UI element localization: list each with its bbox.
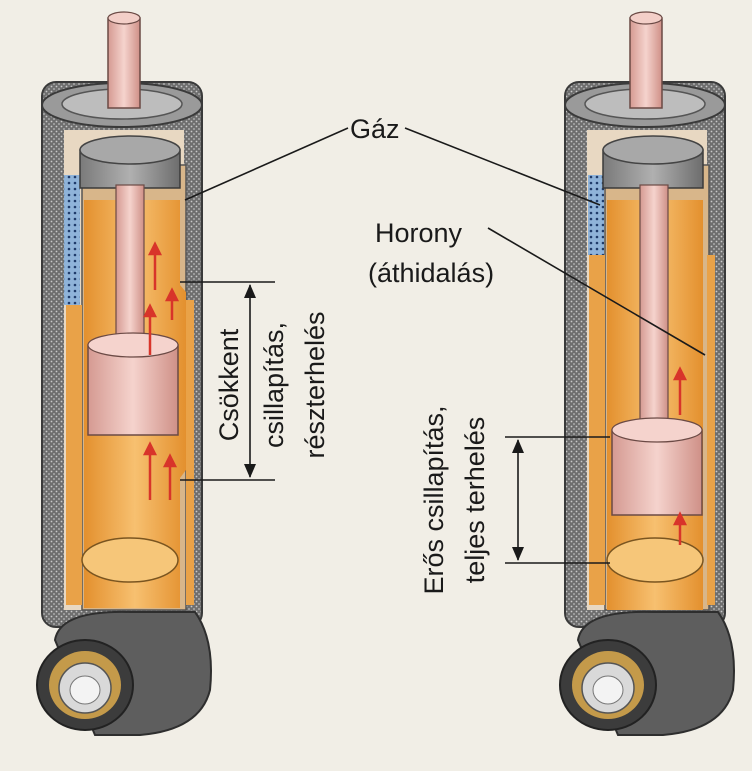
right-absorber (559, 11, 735, 736)
label-strong-2-group: teljes terhelés (460, 417, 490, 584)
flow-arrows-left (142, 241, 180, 500)
label-reduced-3: részterhelés (300, 311, 330, 458)
leader-lines (180, 127, 706, 564)
piston-rod-right (629, 17, 663, 109)
gas-chamber-right (588, 175, 604, 255)
label-reduced-2-group: csillapítás, (259, 322, 289, 448)
gas-chamber-left (64, 175, 80, 305)
label-strong-1: Erős csillapítás, (419, 405, 449, 594)
label-reduced-1: Csökkent (214, 328, 244, 441)
label-reduced-damping: Csökkent (214, 328, 244, 441)
label-groove: Horony (375, 218, 463, 248)
label-bypass: (áthidalás) (368, 258, 494, 288)
label-reduced-3-group: részterhelés (300, 311, 330, 458)
left-absorber (36, 11, 212, 736)
flow-arrows-right (672, 366, 688, 545)
label-strong-2: teljes terhelés (460, 417, 490, 584)
piston-rod-left (107, 17, 141, 109)
dimension-arrowheads (244, 284, 524, 561)
label-reduced-2: csillapítás, (259, 322, 289, 448)
label-strong-damping: Erős csillapítás, (419, 405, 449, 594)
piston-left (87, 344, 179, 436)
label-gas: Gáz (350, 114, 400, 144)
piston-right (611, 429, 703, 516)
